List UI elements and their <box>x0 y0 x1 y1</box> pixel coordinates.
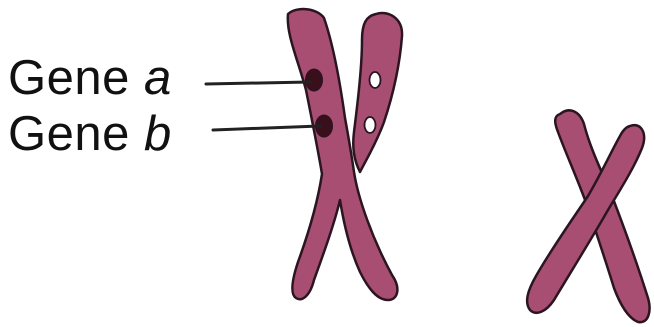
second-chromosome <box>527 110 649 322</box>
gene-word: Gene <box>8 107 130 161</box>
gene-allele-b: b <box>144 107 172 161</box>
sister-locus-a <box>370 72 381 88</box>
gene-b-label: Gene b <box>8 110 172 159</box>
gene-a-leader-line <box>206 82 310 84</box>
gene-word: Gene <box>8 51 130 105</box>
gene-a-locus <box>306 69 323 91</box>
gene-allele-a: a <box>144 51 172 105</box>
gene-b-leader-line <box>213 126 320 130</box>
duplicated-chromosome <box>288 9 402 300</box>
sister-locus-b <box>365 117 376 133</box>
right-chromatid <box>353 13 402 172</box>
gene-a-label: Gene a <box>8 54 172 103</box>
